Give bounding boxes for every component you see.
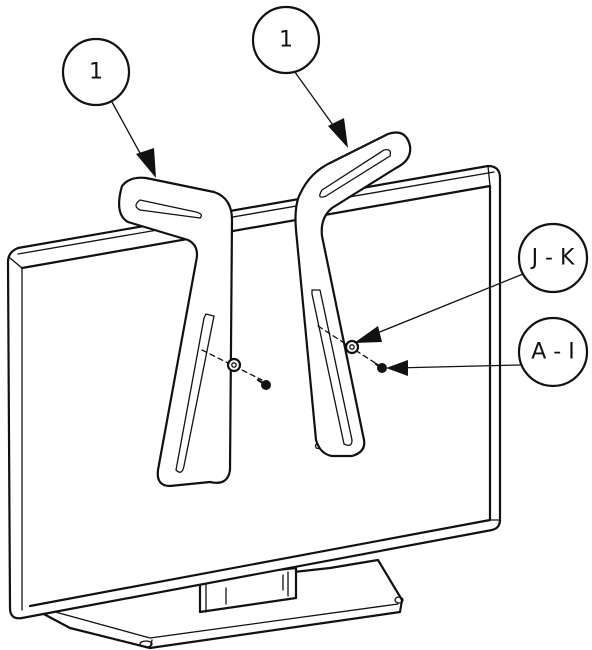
bracket-right [294, 131, 412, 458]
monitor-panel [6, 164, 502, 620]
callout-washers: J - K [517, 222, 589, 294]
callout-screws: A - I [517, 316, 589, 388]
callout-bracket-right: 1 [251, 5, 321, 75]
leader-lines [111, 67, 529, 376]
callout-screws-label: A - I [531, 340, 574, 365]
right-hardware [317, 325, 387, 373]
bracket-left [117, 176, 234, 488]
callout-bracket-right-label: 1 [279, 28, 293, 53]
callout-bracket-left: 1 [61, 37, 131, 107]
washer-right-icon [344, 339, 360, 355]
callout-washers-label: J - K [530, 246, 575, 271]
screw-left-icon [256, 378, 271, 390]
washer-left-icon [226, 357, 242, 373]
screw-right-icon [374, 362, 387, 373]
left-hardware [201, 349, 271, 390]
callout-bracket-left-label: 1 [89, 60, 103, 85]
